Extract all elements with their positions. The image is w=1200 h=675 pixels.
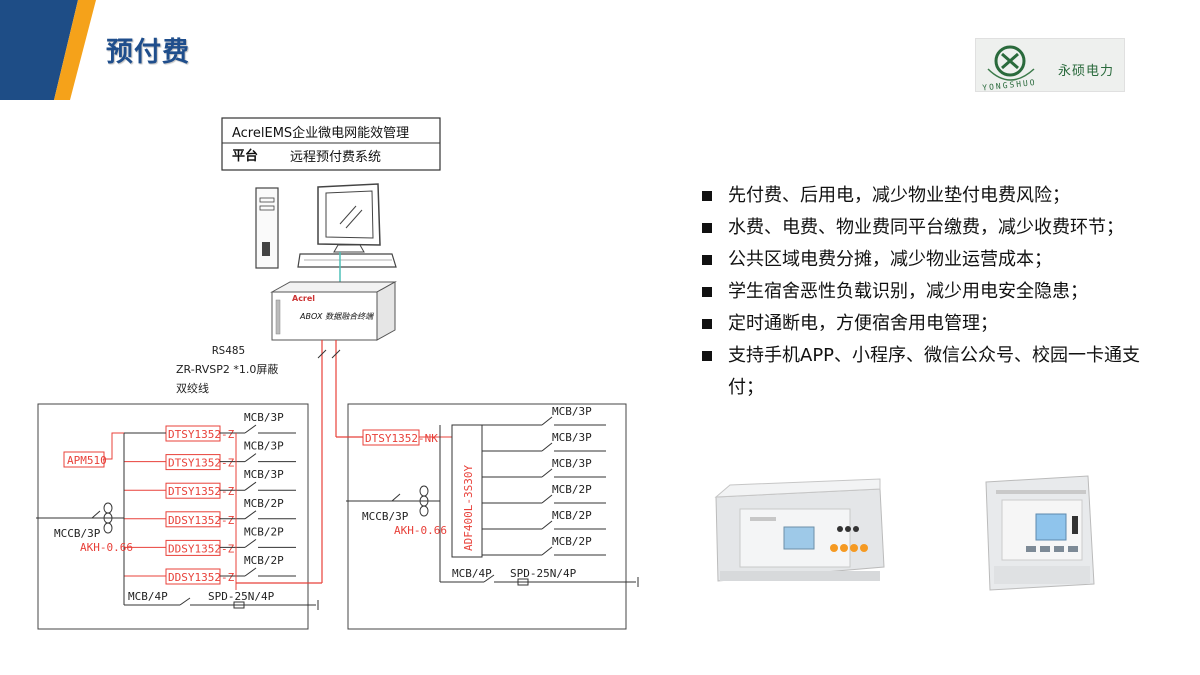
abox-terminal-icon [270, 281, 397, 341]
feature-list: 先付费、后用电，减少物业垫付电费风险； 水费、电费、物业费同平台缴费，减少收费环… [700, 180, 1170, 404]
platform-title: AcrelEMS企业微电网能效管理 [232, 125, 409, 141]
company-logo: YONGSHUO [975, 38, 1125, 92]
corner-orange-stripe [54, 0, 96, 100]
logo-emblem-icon [987, 45, 1035, 81]
corner-decoration [0, 0, 96, 100]
adf-meter-box [451, 424, 483, 558]
abox-brand: Acrel [292, 294, 315, 303]
right-spd-label: SPD-25N/4P [510, 567, 577, 580]
platform-system: 远程预付费系统 [290, 150, 381, 165]
right-breaker-switch [541, 520, 553, 530]
right-akh-label: AKH-0.66 [394, 524, 447, 537]
bullet-square-icon [702, 351, 712, 361]
adf-meter-label: ADF400L-3S30Y [462, 465, 475, 551]
bullet-square-icon [702, 287, 712, 297]
left-breaker-label: MCB/2P [244, 554, 284, 567]
right-breaker-label: MCB/3P [552, 431, 592, 444]
left-breaker-label: MCB/3P [244, 468, 284, 481]
right-breaker-switch [541, 416, 553, 426]
left-breaker-label: MCB/3P [244, 440, 284, 453]
right-ct-icon [419, 485, 429, 517]
computer-icon [255, 183, 397, 269]
left-spd-label: SPD-25N/4P [208, 590, 275, 603]
platform-box [221, 117, 441, 171]
bullet-square-icon [702, 255, 712, 265]
right-bottom-mcb-label: MCB/4P [452, 567, 492, 580]
cable-type: 双绞线 [176, 381, 209, 395]
corner-blue-shape [0, 0, 78, 100]
lcd-screen-icon [783, 526, 815, 550]
left-meter-label: DDSY1352-Z [168, 514, 235, 527]
right-spd-icon [517, 578, 529, 586]
feature-item: 学生宿舍恶性负载识别，减少用电安全隐患； [700, 276, 1170, 308]
single-phase-meter-image [985, 475, 1095, 591]
left-breaker-label: MCB/3P [244, 411, 284, 424]
left-breaker-switch [244, 424, 257, 434]
left-breaker-switch [244, 510, 257, 520]
right-meter-label: DTSY1352-NK [365, 432, 438, 445]
left-meter-rows: DTSY1352-Z MCB/3P DTSY1352-Z MCB/3P DTSY1352… [124, 411, 296, 590]
lcd-screen-icon [1035, 513, 1067, 541]
left-spd-icon [233, 601, 245, 609]
system-diagram: AcrelEMS企业微电网能效管理 平台 远程预付费系统 Acrel ABOX … [36, 117, 639, 630]
left-ct-icon [103, 502, 113, 534]
right-breaker-switch [541, 468, 553, 478]
right-breaker-switch [541, 494, 553, 504]
left-breaker-label: MCB/2P [244, 525, 284, 538]
abox-label: ABOX 数据融合终端 [299, 312, 374, 321]
feature-item: 支持手机APP、小程序、微信公众号、校园一卡通支付； [700, 340, 1170, 404]
left-mccb-label: MCCB/3P [54, 527, 101, 540]
left-meter-label: DDSY1352-Z [168, 571, 235, 584]
right-breaker-label: MCB/2P [552, 483, 592, 496]
left-akh-label: AKH-0.66 [80, 541, 133, 554]
left-breaker-switch [244, 481, 257, 491]
feature-item: 公共区域电费分摊，减少物业运营成本； [700, 244, 1170, 276]
logo-arc-text: YONGSHUO [982, 78, 1037, 91]
left-bottom-mcb-label: MCB/4P [128, 590, 168, 603]
left-breaker-label: MCB/2P [244, 497, 284, 510]
right-breaker-label: MCB/2P [552, 509, 592, 522]
three-phase-meter-image [714, 478, 885, 582]
feature-item: 定时通断电，方便宿舍用电管理； [700, 308, 1170, 340]
right-breaker-label: MCB/3P [552, 457, 592, 470]
right-breaker-label: MCB/3P [552, 405, 592, 418]
feature-item: 先付费、后用电，减少物业垫付电费风险； [700, 180, 1170, 212]
left-breaker-switch [244, 567, 257, 577]
right-breaker-label: MCB/2P [552, 535, 592, 548]
left-breaker-switch [244, 538, 257, 548]
apm-meter-label: APM510 [67, 454, 107, 467]
left-meter-label: DTSY1352-Z [168, 485, 235, 498]
right-breaker-switch [541, 546, 553, 556]
platform-label: 平台 [232, 148, 258, 164]
logo-arc-label: YONGSHUO [982, 78, 1037, 91]
logo-text: 永硕电力 [1058, 64, 1115, 79]
page-title: 预付费 [106, 37, 190, 68]
right-mccb-label: MCCB/3P [362, 510, 409, 523]
left-meter-label: DTSY1352-Z [168, 457, 235, 470]
rs485-label: RS485 [212, 344, 245, 357]
right-breaker-rows: MCB/3P MCB/3P MCB/3P MCB/2P MCB/2P MCB/2P [482, 405, 606, 556]
cable-spec: ZR-RVSP2 *1.0屏蔽 [176, 363, 278, 376]
left-meter-label: DTSY1352-Z [168, 428, 235, 441]
bullet-square-icon [702, 319, 712, 329]
right-distribution-panel [347, 403, 627, 630]
right-breaker-switch [541, 442, 553, 452]
left-distribution-panel [37, 403, 309, 630]
left-breaker-switch [244, 453, 257, 463]
feature-item: 水费、电费、物业费同平台缴费，减少收费环节； [700, 212, 1170, 244]
bullet-square-icon [702, 223, 712, 233]
bullet-square-icon [702, 191, 712, 201]
left-meter-label: DDSY1352-Z [168, 542, 235, 555]
